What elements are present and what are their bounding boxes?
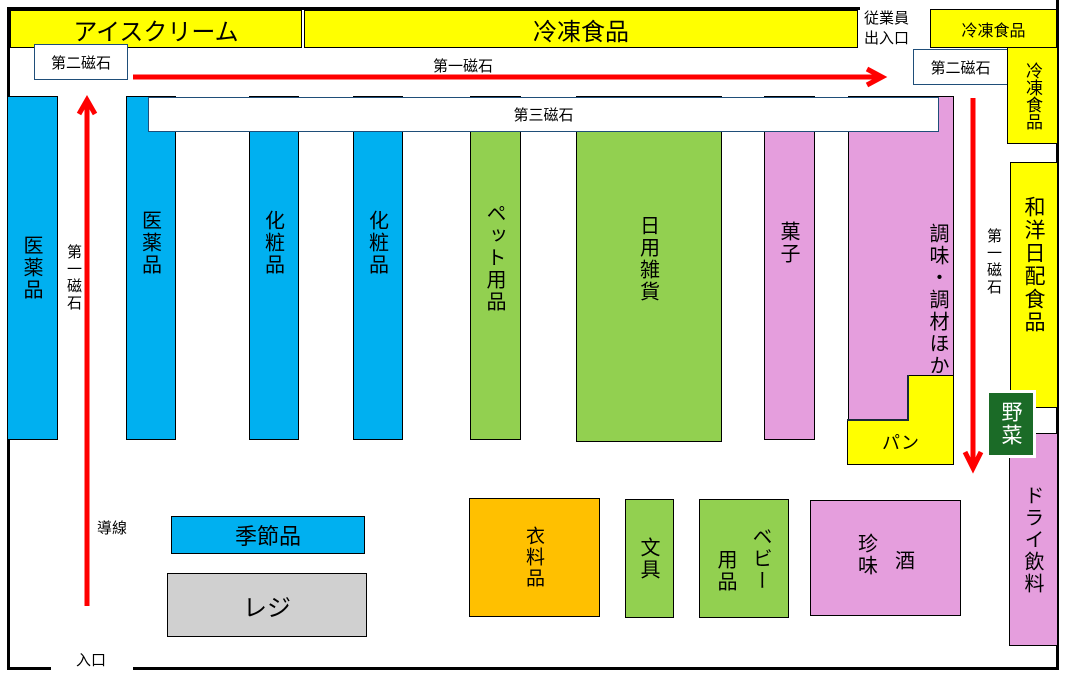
stationery-section: 文具 <box>625 499 674 618</box>
seasonal-section: 季節品 <box>171 516 365 554</box>
pet-shelf-label: ペット用品 <box>483 203 507 313</box>
wall-top <box>7 7 860 10</box>
seasoning-shelf-label: 調味・調材ほか <box>926 223 950 377</box>
baby-goods-label-1: ベビー <box>749 525 773 592</box>
daily-goods-shelf-label: 日用雑貨 <box>636 215 661 303</box>
frozen-food-side-label: 冷凍食品 <box>1022 61 1042 130</box>
dry-drinks-section: ドライ飲料 <box>1009 433 1058 646</box>
first-magnet-right-label: 第一磁石 <box>985 228 1003 296</box>
ice-cream-section: アイスクリーム <box>10 10 302 48</box>
clothing-label: 衣料品 <box>523 526 545 589</box>
second-magnet-right-label: 第二磁石 <box>930 58 991 77</box>
frozen-food-small-label: 冷凍食品 <box>961 20 1026 40</box>
register-label: レジ <box>243 593 291 622</box>
vegetables-label: 野菜 <box>999 401 1023 447</box>
dairy-section: 和洋日配食品 <box>1010 162 1058 408</box>
delicacies-label: 珍味 <box>854 533 879 577</box>
third-magnet: 第三磁石 <box>148 97 939 132</box>
first-magnet-left-label: 第一磁石 <box>65 244 83 312</box>
frozen-food-small-section: 冷凍食品 <box>930 9 1057 48</box>
snacks-shelf: 菓子 <box>764 96 815 440</box>
flow-arrow-down-head <box>962 450 984 474</box>
wall-bottom-left <box>7 667 51 670</box>
staff-entrance-label: 従業員出入口 <box>864 9 910 47</box>
bread-edge-top <box>847 419 908 421</box>
baby-goods-section: 用品 ベビー <box>699 499 789 618</box>
frozen-food-main-section: 冷凍食品 <box>304 10 858 48</box>
second-magnet-left-label: 第二磁石 <box>50 53 111 72</box>
daily-goods-shelf: 日用雑貨 <box>576 96 722 442</box>
medicine-shelf-2: 医薬品 <box>126 96 176 440</box>
snacks-shelf-label: 菓子 <box>777 221 801 265</box>
third-magnet-label: 第三磁石 <box>513 106 574 124</box>
bread-section: パン <box>847 420 954 465</box>
bread-label: パン <box>882 433 919 454</box>
wall-bottom-right <box>133 667 1059 670</box>
medicine-shelf-2-label: 医薬品 <box>138 210 163 276</box>
cosmetics-shelf-1: 化粧品 <box>249 96 299 440</box>
second-magnet-right: 第二磁石 <box>913 49 1008 85</box>
cosmetics-shelf-1-label: 化粧品 <box>261 210 286 276</box>
frozen-food-main-label: 冷凍食品 <box>533 17 629 46</box>
dry-drinks-label: ドライ飲料 <box>1021 484 1045 595</box>
liquor-label: 酒 <box>891 550 916 572</box>
bread-upper <box>907 375 954 425</box>
medicine-shelf-1-label: 医薬品 <box>20 235 44 301</box>
bread-edge-step <box>907 375 909 421</box>
clothing-section: 衣料品 <box>469 498 600 617</box>
entrance-label[interactable]: 入口 <box>76 651 107 669</box>
stationery-label: 文具 <box>637 536 661 581</box>
cosmetics-shelf-2-label: 化粧品 <box>365 210 390 276</box>
baby-goods-label-2: 用品 <box>714 548 738 593</box>
frozen-food-side-section: 冷凍食品 <box>1007 47 1058 144</box>
seasoning-shelf: 調味・調材ほか <box>848 96 954 426</box>
register: レジ <box>167 573 367 637</box>
dairy-label: 和洋日配食品 <box>1022 196 1046 334</box>
medicine-shelf-1: 医薬品 <box>7 96 58 440</box>
vegetables-section: 野菜 <box>986 390 1036 458</box>
first-magnet-top-label: 第一磁石 <box>433 57 494 75</box>
second-magnet-left: 第二磁石 <box>34 44 128 80</box>
flow-arrow-up-head <box>76 94 98 116</box>
cosmetics-shelf-2: 化粧品 <box>353 96 403 440</box>
seasonal-label: 季節品 <box>234 525 301 550</box>
pet-shelf: ペット用品 <box>470 96 521 440</box>
flow-arrow-right-head <box>865 66 888 88</box>
flow-label: 導線 <box>97 519 128 537</box>
liquor-delicacies-section: 珍味 酒 <box>810 500 961 616</box>
ice-cream-label: アイスクリーム <box>73 17 239 46</box>
